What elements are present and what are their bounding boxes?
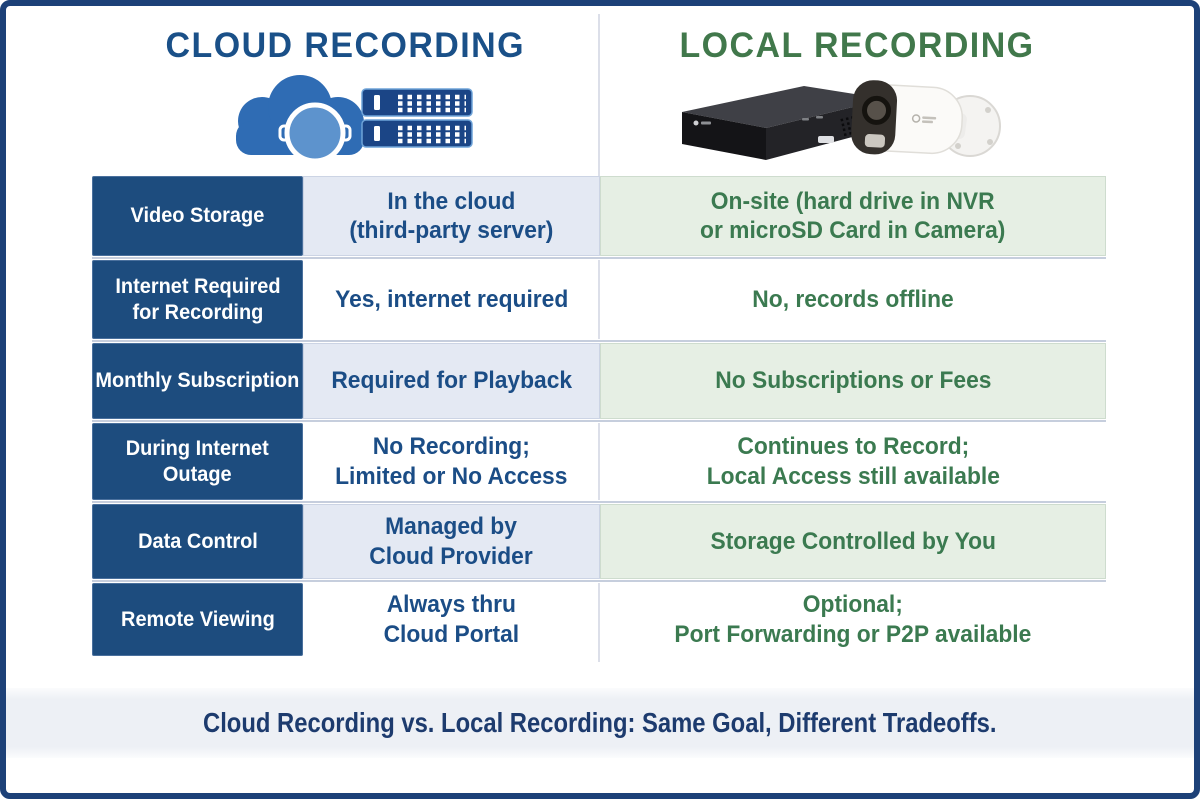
cloud-cell: Always thru Cloud Portal [383,591,520,648]
local-cell: No, records offline [752,285,954,313]
local-cell: Continues to Record; Local Access still … [706,433,1000,490]
row-label-video-storage: Video Storage [92,176,303,256]
column-header-cloud: CLOUD RECORDING [92,24,598,68]
local-cell: Storage Controlled by You [600,504,1106,579]
row-label-data-control: Data Control [92,504,303,579]
table-row: Video Storage In the cloud (third-party … [92,176,1106,256]
cloud-cell: Required for Playback [303,343,600,419]
server-racks [361,88,473,148]
table-row: Internet Required for Recording Yes, int… [92,260,1106,339]
cloud-servers-icon [236,75,473,164]
row-separator [92,339,1106,343]
camera-lens-circle [278,102,352,164]
table-row: Remote Viewing Always thru Cloud Portal … [92,583,1106,656]
row-separator [92,500,1106,504]
row-label-internet-outage: During Internet Outage [92,423,303,500]
table-row: Data Control Managed by Cloud Provider S… [92,504,1106,579]
column-divider [598,14,600,662]
column-header-local: LOCAL RECORDING [602,24,1112,68]
footer-band: Cloud Recording vs. Local Recording: Sam… [6,688,1194,758]
table-row: During Internet Outage No Recording; Lim… [92,423,1106,500]
local-cell: On-site (hard drive in NVR or microSD Ca… [600,176,1106,256]
footer-tagline: Cloud Recording vs. Local Recording: Sam… [203,707,997,738]
row-separator [92,419,1106,423]
nvr-camera-icon [682,80,1001,160]
local-cell: Optional; Port Forwarding or P2P availab… [674,591,1032,648]
cloud-cell: Managed by Cloud Provider [303,504,600,579]
row-separator [92,579,1106,583]
cloud-cell: No Recording; Limited or No Access [335,433,568,490]
cloud-cell: Yes, internet required [334,285,569,313]
row-label-internet-required: Internet Required for Recording [92,260,303,339]
cloud-title: CLOUD RECORDING [165,26,525,65]
table-row: Monthly Subscription Required for Playba… [92,343,1106,419]
row-separator [92,256,1106,260]
row-label-remote-viewing: Remote Viewing [92,583,303,656]
local-title: LOCAL RECORDING [679,26,1035,65]
comparison-table: Video Storage In the cloud (third-party … [92,176,1106,656]
row-label-monthly-subscription: Monthly Subscription [92,343,303,419]
local-cell: No Subscriptions or Fees [600,343,1106,419]
bullet-camera [851,80,963,155]
cloud-cell: In the cloud (third-party server) [303,176,600,256]
